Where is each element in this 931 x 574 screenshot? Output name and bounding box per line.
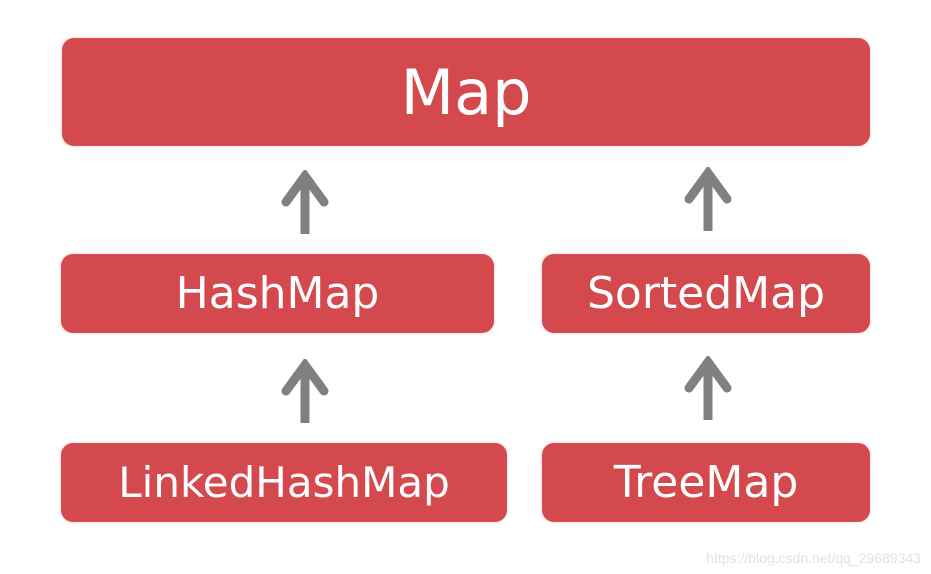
watermark: https://blog.csdn.net/qq_29689343 (706, 550, 921, 566)
node-treemap-label: TreeMap (613, 457, 799, 508)
node-sortedmap: SortedMap (542, 254, 870, 333)
arrow-up-icon (281, 170, 329, 234)
node-map: Map (62, 38, 870, 146)
node-treemap: TreeMap (542, 443, 870, 522)
node-sortedmap-label: SortedMap (586, 268, 826, 319)
node-map-label: Map (400, 55, 532, 129)
arrow-up-icon (281, 359, 329, 423)
node-linkedhashmap: LinkedHashMap (61, 443, 507, 522)
arrow-up-icon (684, 356, 732, 420)
node-linkedhashmap-label: LinkedHashMap (118, 458, 450, 507)
node-hashmap: HashMap (61, 254, 494, 333)
node-hashmap-label: HashMap (175, 268, 380, 319)
arrow-up-icon (684, 167, 732, 231)
